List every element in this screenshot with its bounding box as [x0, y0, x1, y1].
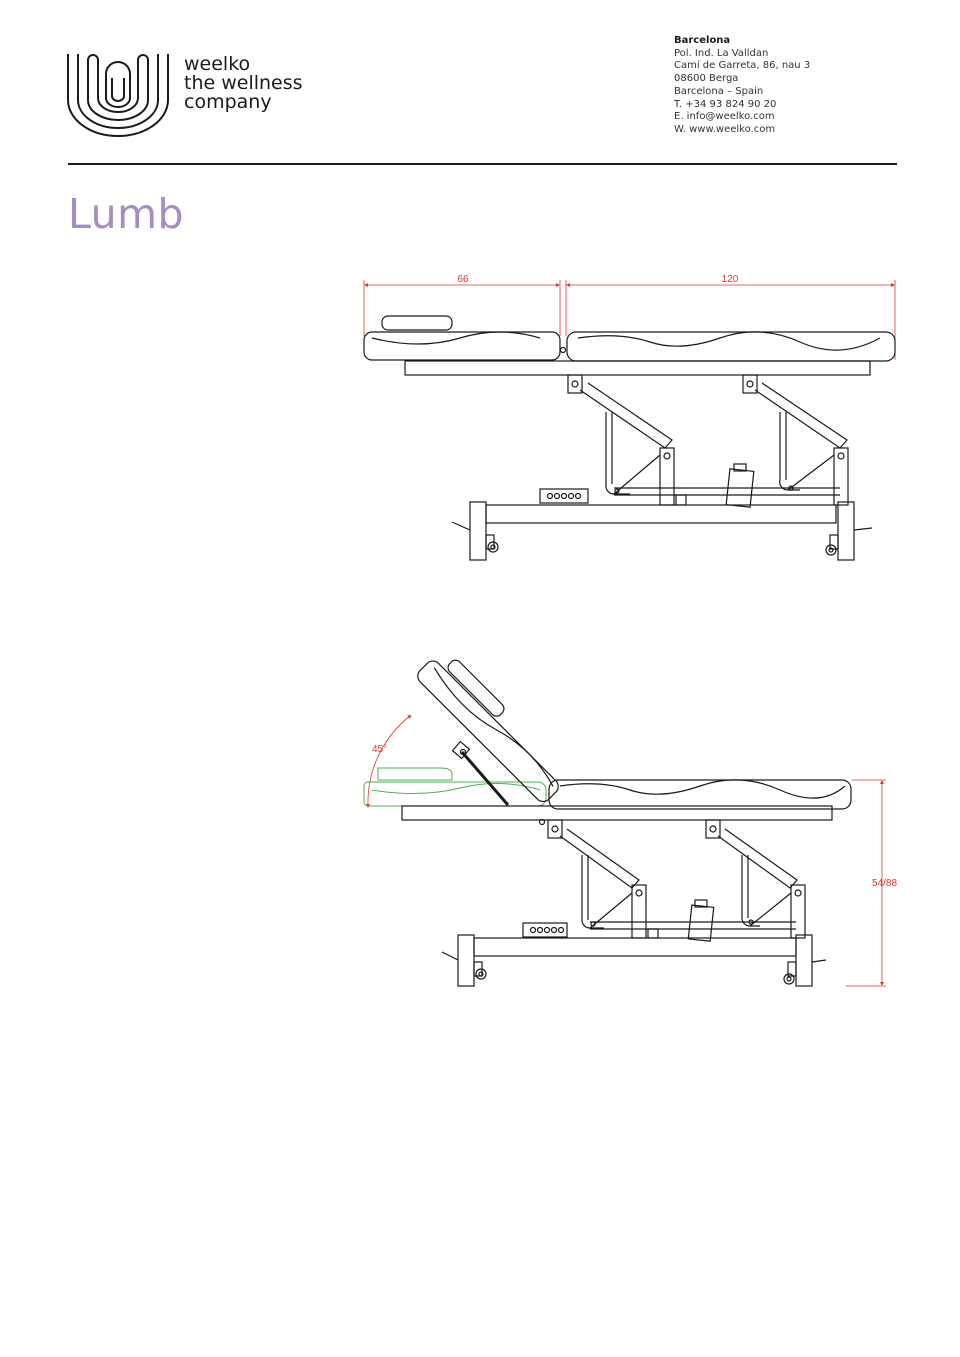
brand-tagline-2: company	[184, 91, 272, 113]
contact-line: Barcelona – Spain	[674, 85, 764, 97]
dim-head-length: 66	[457, 274, 469, 285]
product-title: Lumb	[68, 190, 185, 238]
contact-line: Pol. Ind. La Valldan	[674, 47, 769, 59]
height-dimension	[846, 779, 886, 987]
contact-website[interactable]: W. www.weelko.com	[674, 123, 776, 135]
dim-angle: 45°	[372, 744, 387, 755]
flat-view-drawing	[363, 280, 896, 561]
dim-body-length: 120	[722, 274, 739, 285]
contact-line: Camí de Garreta, 86, nau 3	[674, 60, 811, 72]
dim-height: 54/88	[872, 878, 897, 889]
brand-wordmark: weelko the wellness company	[184, 55, 303, 112]
header-divider	[68, 163, 897, 165]
brand-tagline-1: the wellness	[184, 72, 303, 94]
contact-line: 08600 Berga	[674, 73, 739, 85]
contact-phone[interactable]: T. +34 93 824 90 20	[674, 98, 777, 110]
raised-outline	[363, 767, 547, 807]
contact-email[interactable]: E. info@weelko.com	[674, 111, 775, 123]
weelko-logo-icon	[67, 54, 169, 137]
contact-city: Barcelona	[674, 35, 731, 46]
contact-block: Barcelona Pol. Ind. La Valldan Camí de G…	[674, 35, 810, 137]
tilted-view-drawing	[363, 659, 886, 987]
brand-name: weelko	[184, 53, 251, 75]
angle-dimension	[365, 714, 412, 808]
